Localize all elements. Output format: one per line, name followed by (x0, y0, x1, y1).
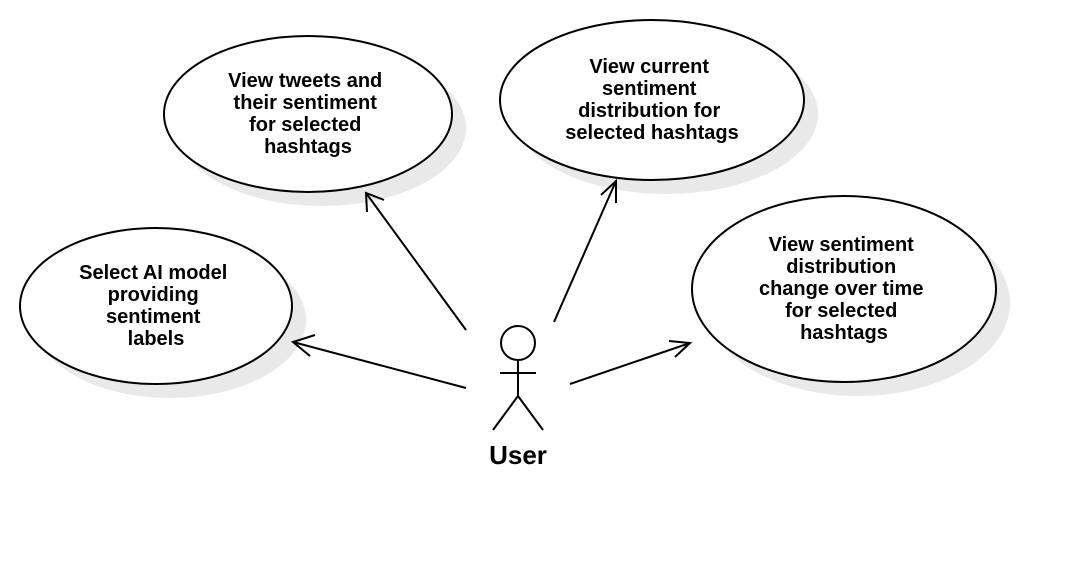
association-to-view-current-distribution (553, 178, 617, 323)
actor-label: User (489, 440, 547, 470)
actor-user[interactable]: User (489, 325, 547, 470)
open-arrowhead-icon (364, 191, 385, 213)
use-case-label-line: View tweets and (228, 70, 382, 92)
use-case-label-line: View current (589, 56, 709, 78)
use-case-label-line: distribution (786, 256, 896, 278)
association-to-view-tweets (364, 191, 467, 331)
use-case-ellipse (19, 227, 293, 385)
actor-head (500, 325, 536, 361)
use-case-label-line: labels (128, 328, 185, 350)
use-case-label-line: sentiment (106, 306, 201, 328)
use-case-view-current-distribution[interactable]: View current sentiment distribution for … (499, 19, 818, 194)
use-case-view-tweets[interactable]: View tweets and their sentiment for sele… (163, 35, 466, 206)
association-line (292, 341, 467, 389)
use-case-label-line: change over time (759, 278, 924, 300)
actor-left-leg (492, 395, 519, 431)
use-case-label-line: for selected (249, 114, 361, 136)
use-case-label: View sentiment distribution change over … (759, 234, 929, 344)
use-case-label-line: hashtags (264, 136, 352, 158)
use-case-label: View current sentiment distribution for … (565, 56, 738, 144)
use-case-label-line: sentiment (602, 78, 697, 100)
use-case-ellipse (163, 35, 453, 193)
open-arrowhead-icon (290, 334, 316, 357)
association-line (569, 342, 691, 385)
use-case-view-distribution-change[interactable]: View sentiment distribution change over … (691, 195, 1010, 396)
association-line (365, 192, 467, 331)
use-case-ellipse (691, 195, 997, 383)
use-case-label-line: selected hashtags (565, 122, 738, 144)
association-to-view-distribution-change (569, 340, 693, 385)
use-case-label: Select AI model providing sentiment labe… (79, 262, 233, 350)
association-to-select-ai-model (290, 334, 467, 389)
use-case-label-line: hashtags (800, 322, 888, 344)
open-arrowhead-icon (600, 178, 617, 203)
use-case-ellipse (499, 19, 805, 181)
actor-right-leg (517, 395, 544, 431)
use-case-label-line: their sentiment (234, 92, 378, 114)
use-case-label: View tweets and their sentiment for sele… (228, 70, 388, 158)
open-arrowhead-icon (668, 340, 693, 358)
use-case-select-ai-model[interactable]: Select AI model providing sentiment labe… (19, 227, 306, 398)
association-line (553, 180, 617, 323)
use-case-label-line: providing (108, 284, 199, 306)
use-case-label-line: distribution for (578, 100, 720, 122)
use-case-label-line: for selected (785, 300, 897, 322)
use-case-label-line: Select AI model (79, 262, 227, 284)
use-case-label-line: View sentiment (769, 234, 915, 256)
